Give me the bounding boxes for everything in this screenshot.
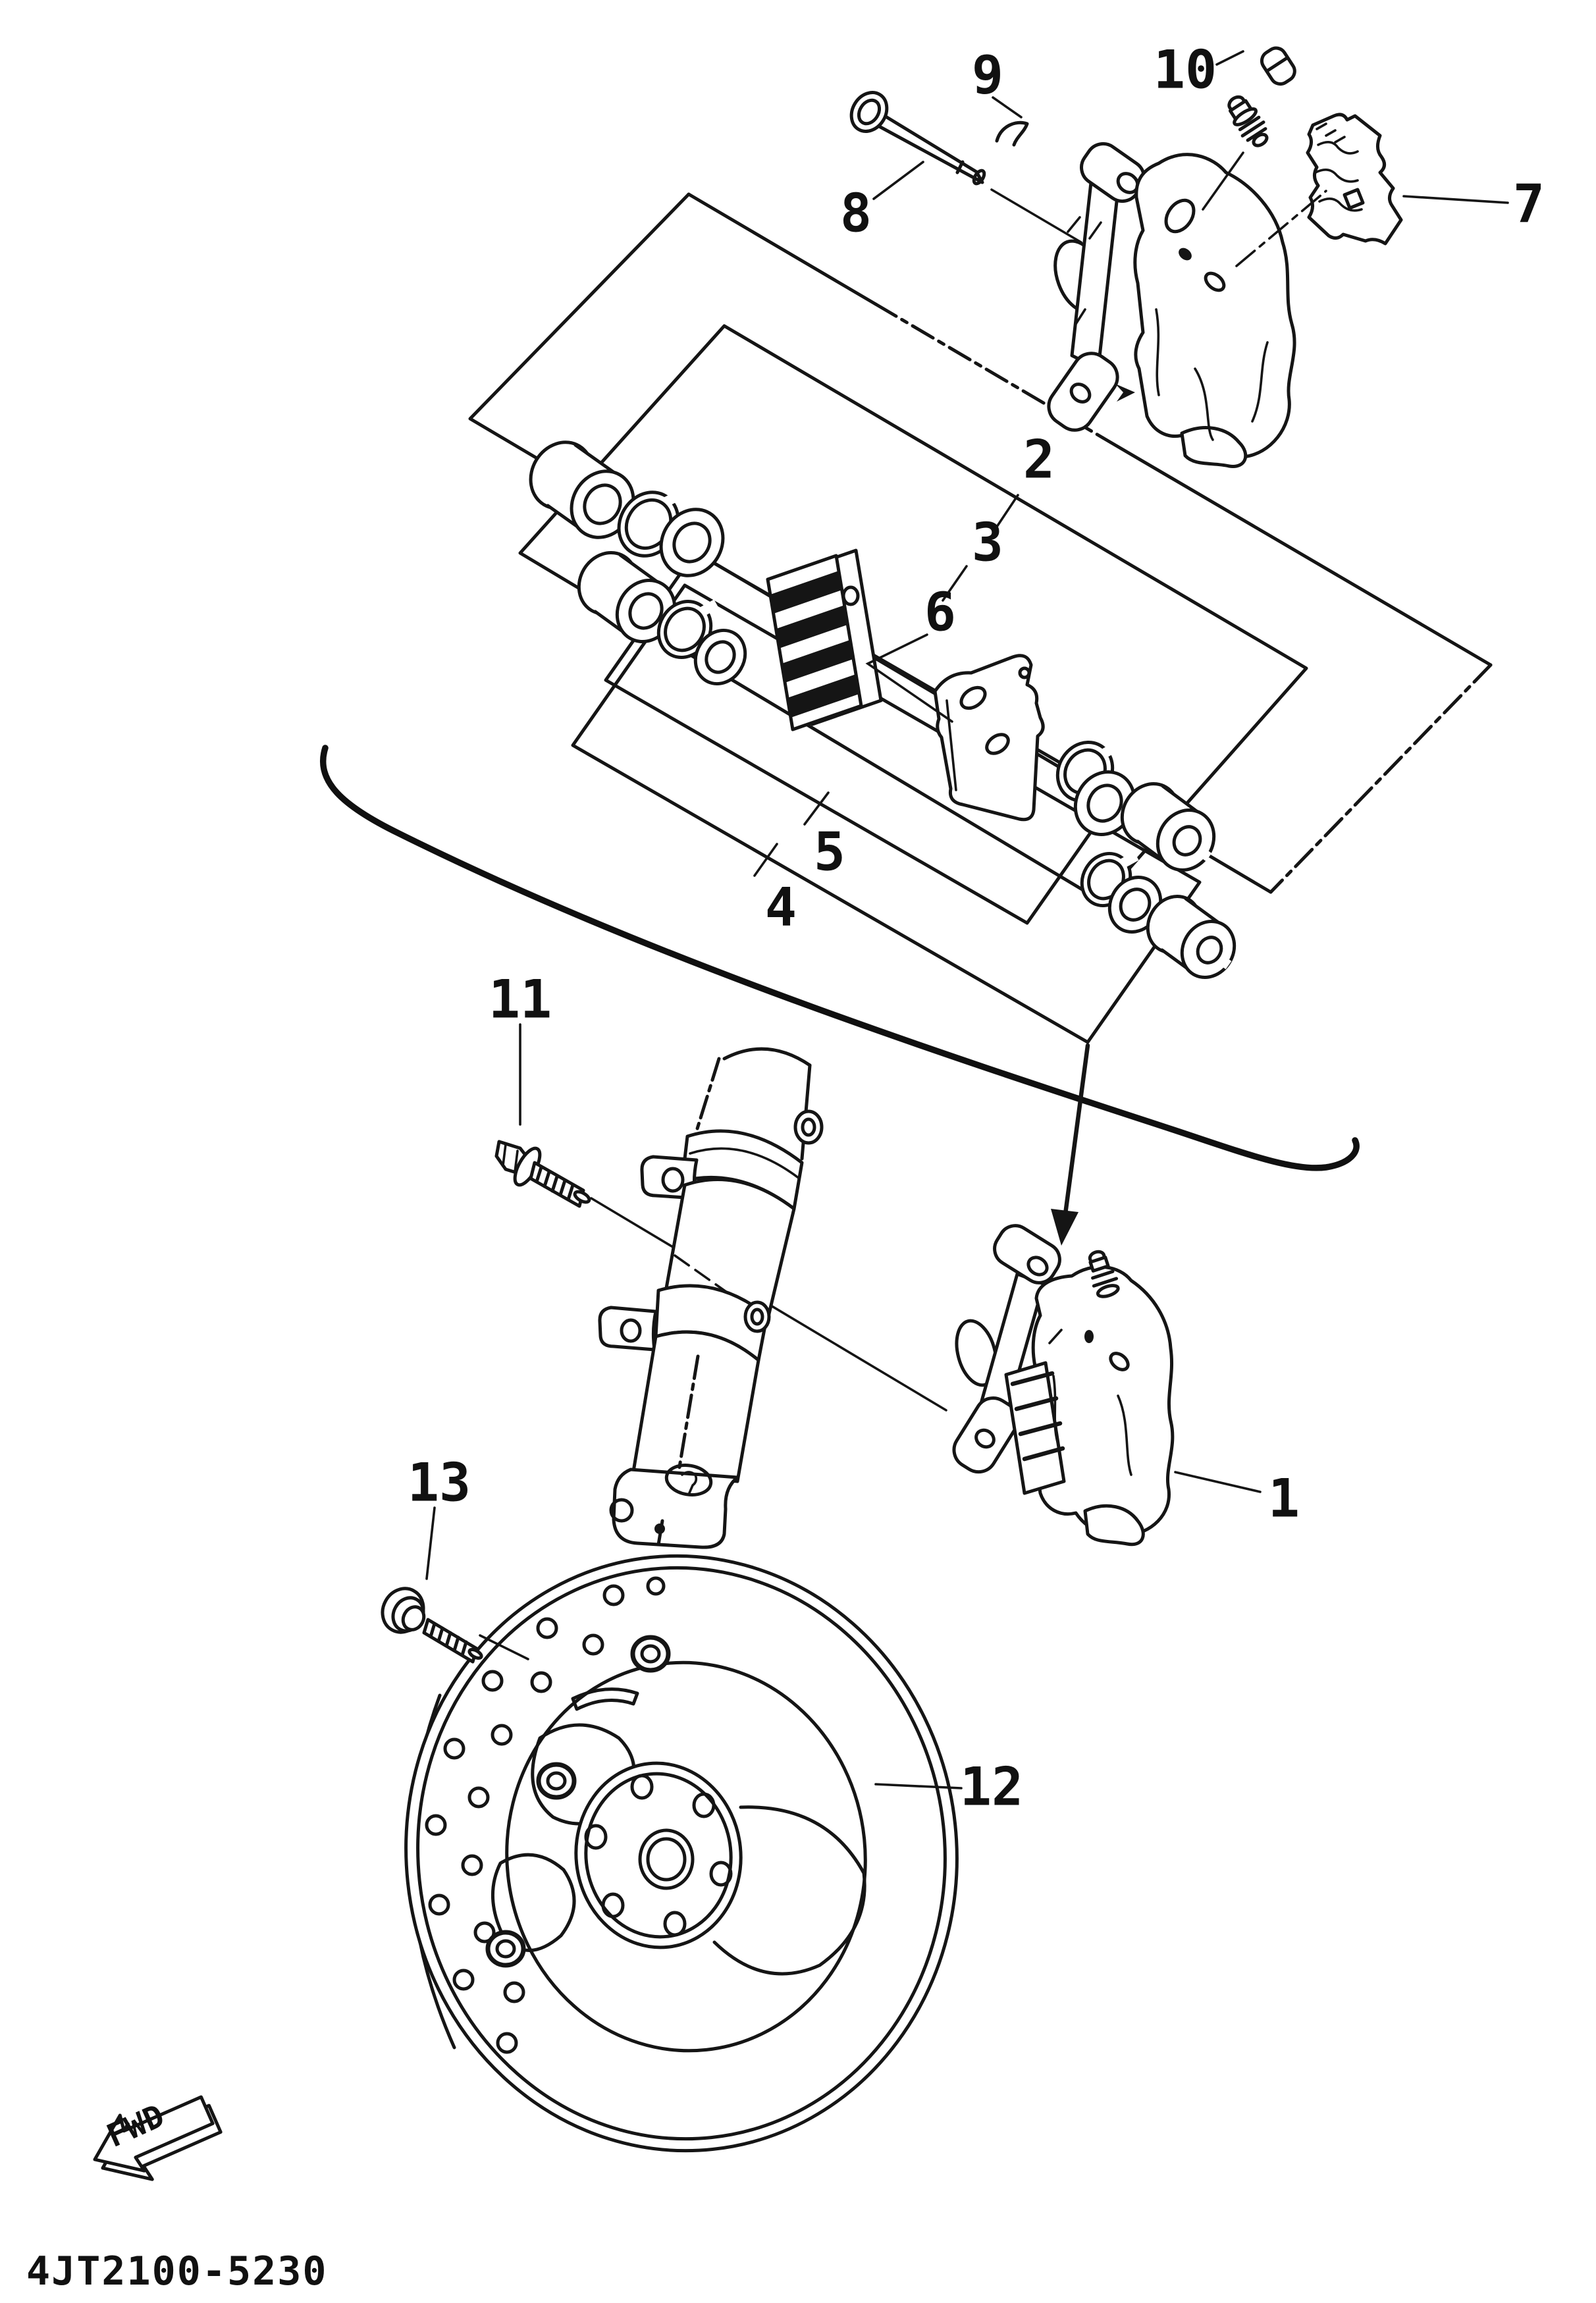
install-arrow — [1051, 1043, 1090, 1246]
callout-6: 6 — [924, 582, 956, 643]
leader-line-9 — [992, 96, 1023, 119]
leader-line-1 — [1174, 1471, 1262, 1493]
callout-12: 12 — [960, 1757, 1023, 1818]
leader-line-6 — [865, 633, 953, 723]
caliper-piston-3 — [1120, 782, 1216, 872]
caliper-piston-4 — [1146, 895, 1237, 979]
pad-pin-clip — [995, 120, 1029, 147]
fwd-direction-arrow: FWD — [93, 2095, 223, 2181]
leader-line-4 — [753, 843, 778, 877]
callout-1: 1 — [1268, 1468, 1300, 1529]
dust-seal-1 — [659, 508, 725, 577]
brake-disc — [404, 1554, 959, 2153]
disc-drill-holes — [425, 1576, 666, 2054]
leader-line-10 — [1215, 50, 1244, 66]
callout-4: 4 — [765, 877, 797, 938]
leader-line-5 — [803, 791, 830, 826]
caliper-assembly-exploded — [1047, 142, 1296, 468]
bleed-screw-cap — [1260, 46, 1296, 86]
callout-11: 11 — [489, 969, 552, 1030]
callout-7: 7 — [1513, 174, 1545, 235]
caliper-mount-bolt-upper — [494, 1140, 591, 1208]
brake-pad-left — [766, 548, 883, 731]
leader-line-8 — [872, 161, 924, 200]
leader-line-13 — [425, 1506, 436, 1580]
dust-seal-2 — [693, 629, 747, 685]
disc-hub — [574, 1761, 743, 1949]
pad-pin-bolt — [849, 91, 986, 186]
pad-pin-axis-line — [990, 188, 1082, 244]
leader-line-2 — [993, 494, 1019, 532]
leader-bleeder — [1202, 151, 1244, 211]
caliper-piston-1 — [529, 440, 635, 539]
caliper-assembly-installed — [952, 1224, 1175, 1547]
separator-curve — [319, 745, 1360, 1171]
callout-10: 10 — [1154, 40, 1217, 101]
caliper-piston-2 — [577, 551, 677, 643]
leader-line-7 — [1402, 195, 1509, 204]
disc-mount-bolt — [381, 1587, 483, 1664]
leader-line-3 — [942, 565, 968, 602]
front-fork — [598, 1047, 824, 1549]
drawing-code: 4JT2100-5230 — [26, 2248, 327, 2294]
callout-13: 13 — [408, 1452, 471, 1514]
callout-2: 2 — [1023, 429, 1055, 490]
pad-support-shim — [1306, 113, 1403, 246]
leader-line-12 — [874, 1783, 963, 1789]
shim-axis-line — [1235, 190, 1327, 267]
leader-bolt13 — [479, 1634, 529, 1660]
callout-3: 3 — [972, 512, 1003, 573]
callout-9: 9 — [972, 45, 1003, 106]
disc-rivets — [485, 1635, 671, 1968]
brake-pad-right — [933, 654, 1045, 822]
callout-8: 8 — [840, 183, 872, 244]
pad-pin-hole — [841, 585, 860, 606]
bleed-screw — [1227, 95, 1269, 147]
callout-5: 5 — [814, 822, 845, 883]
